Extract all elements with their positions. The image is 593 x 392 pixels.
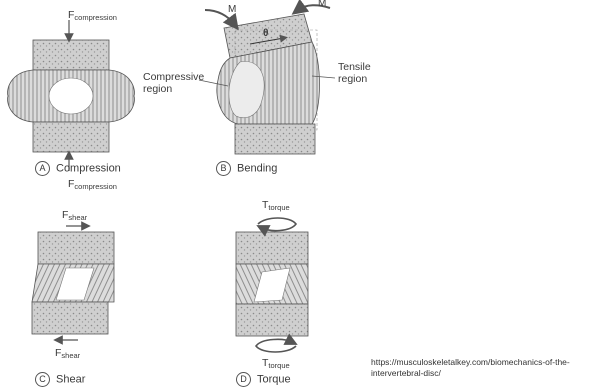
torque-bottom-label: Ttorque [262,357,290,370]
panel-shear: Fshear Fshear [32,209,114,360]
moment-left-label: M [228,4,236,15]
caption-compression-text: Compression [56,162,121,174]
tensile-label: Tensile [338,61,371,73]
angle-label: θ [263,28,268,39]
vertebra-bottom [32,302,108,334]
caption-torque: D Torque [236,372,291,387]
panel-letter-d: D [236,372,251,387]
vertebra-bottom [236,304,308,336]
tensile-label-2: region [338,73,367,85]
torque-top-label: Ttorque [262,199,290,212]
caption-shear: C Shear [35,372,85,387]
caption-bending: B Bending [216,161,277,176]
vertebra-bottom [235,124,315,154]
panel-letter-c: C [35,372,50,387]
vertebra-top [236,232,308,264]
vertebra-bottom [33,122,109,152]
compressive-label-2: region [143,83,172,95]
caption-compression: A Compression [35,161,121,176]
caption-shear-text: Shear [56,373,85,385]
force-bottom-label: Fcompression [68,178,117,191]
torque-arrow-bottom [256,339,296,352]
force-top-label: Fcompression [68,9,117,22]
caption-bending-text: Bending [237,162,277,174]
torque-arrow-top [258,218,296,231]
shear-top-label: Fshear [62,209,88,222]
shear-bottom-label: Fshear [55,347,81,360]
panel-letter-a: A [35,161,50,176]
moment-right-label: M [318,0,326,9]
panel-torque: Ttorque Ttorque [236,199,308,370]
nucleus [49,78,93,114]
compressive-label: Compressive [143,71,204,83]
panel-letter-b: B [216,161,231,176]
source-url[interactable]: https://musculoskeletalkey.com/biomechan… [371,357,593,379]
panel-bending: M M θ Compressive region Tensile region [143,0,371,154]
vertebra-top [33,40,109,70]
caption-torque-text: Torque [257,373,291,385]
vertebra-top [38,232,114,264]
